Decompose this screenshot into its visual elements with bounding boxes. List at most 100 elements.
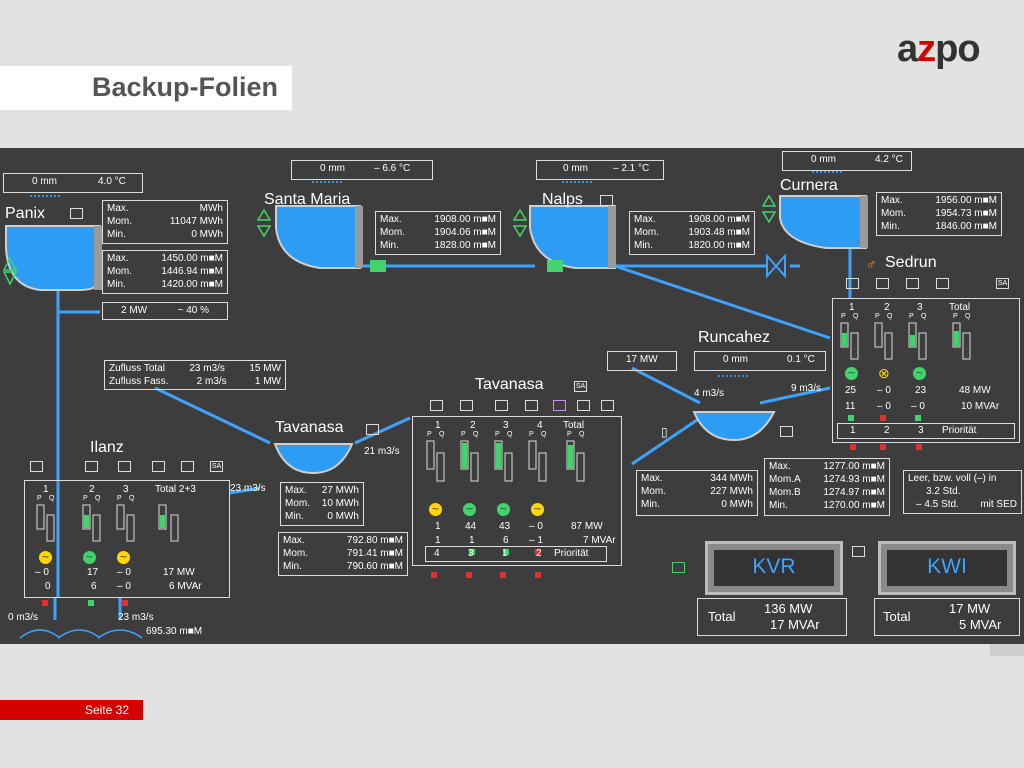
- tavanasa-alarm-icon[interactable]: [601, 400, 614, 411]
- sedrun-breaker-2[interactable]: [880, 415, 886, 421]
- tavanasa-indicator-2: [466, 572, 472, 578]
- panix-energy-box: Max.MWh Mom.11047 MWh Min.0 MWh: [102, 200, 228, 244]
- runcahez-name[interactable]: Runcahez: [698, 329, 771, 346]
- tavanasa-breaker-2[interactable]: [469, 549, 475, 555]
- tavanasa-station-name[interactable]: Tavanasa: [475, 376, 544, 393]
- label: Mom.B: [769, 487, 801, 498]
- sedrun-p-label: P: [875, 313, 880, 320]
- tavanasa-breaker-3[interactable]: [503, 549, 509, 555]
- tavanasa-indicator-3: [500, 572, 506, 578]
- kwi-power: 17 MW: [949, 601, 991, 616]
- santa-maria-name[interactable]: Santa Maria: [264, 191, 351, 208]
- page-number: Seite 32: [84, 703, 129, 717]
- runcahez-power-box: 17 MW: [607, 351, 677, 371]
- sedrun-q-label: Q: [887, 313, 893, 320]
- santa-maria-temp: – 6.6 °C: [374, 163, 411, 174]
- label: Mom.: [641, 486, 666, 497]
- sedrun-gen-3-icon[interactable]: ~: [913, 367, 926, 380]
- nalps-name[interactable]: Nalps: [542, 191, 583, 208]
- kvr-list-icon[interactable]: [672, 562, 685, 573]
- tavanasa-basin-alarm-icon[interactable]: [366, 424, 379, 435]
- sedrun-control-2-icon[interactable]: [876, 278, 889, 289]
- value: 23 m3/s: [189, 363, 225, 374]
- panix-name[interactable]: Panix: [5, 205, 46, 222]
- tavanasa-p-1: 1: [435, 521, 441, 532]
- tavanasa-control-4-icon[interactable]: [525, 400, 538, 411]
- sedrun-unit-2: 2: [884, 302, 890, 313]
- kvr-button[interactable]: KVR: [705, 541, 843, 595]
- kwi-alarm-icon[interactable]: [852, 546, 865, 557]
- sedrun-symbol-icon[interactable]: ♂: [866, 256, 877, 272]
- ilanz-gen-2-icon[interactable]: ~: [83, 551, 96, 564]
- curnera-name[interactable]: Curnera: [780, 177, 838, 194]
- sedrun-control-1-icon[interactable]: [846, 278, 859, 289]
- tavanasa-gen-1-icon[interactable]: ~: [429, 503, 442, 516]
- tavanasa-basin-name[interactable]: Tavanasa: [275, 419, 344, 436]
- tavanasa-basin-flow: 21 m3/s: [364, 446, 400, 457]
- ilanz-p-label: P: [37, 495, 42, 502]
- tavanasa-panel: 1 2 3 4 Total P Q P Q P Q P Q P Q ~: [412, 416, 622, 566]
- axpo-logo: azpo: [897, 28, 981, 71]
- tavanasa-prio-2: 3: [468, 548, 474, 559]
- tavanasa-gen-2-icon[interactable]: ~: [463, 503, 476, 516]
- panix-level-mm: 0 mm: [32, 176, 57, 187]
- ilanz-breaker-1[interactable]: [42, 600, 48, 606]
- tavanasa-gen-3-icon[interactable]: ~: [497, 503, 510, 516]
- runcahez-gate-icon[interactable]: ▯: [661, 425, 668, 439]
- tavanasa-q-label: Q: [473, 431, 479, 438]
- label: Zufluss Total: [109, 363, 165, 374]
- sedrun-p-label: P: [909, 313, 914, 320]
- ilanz-name[interactable]: Ilanz: [90, 439, 124, 456]
- nalps-alarm-icon[interactable]: [600, 195, 613, 206]
- kwi-total-box: Total 17 MW 5 MVAr: [874, 598, 1020, 636]
- ilanz-breaker-3[interactable]: [122, 600, 128, 606]
- value: 1 MW: [254, 376, 281, 387]
- sedrun-alarm-icon[interactable]: [936, 278, 949, 289]
- sedrun-sa-button[interactable]: SA: [996, 278, 1009, 289]
- ilanz-gen-3-icon[interactable]: ~: [117, 551, 130, 564]
- sedrun-name[interactable]: Sedrun: [885, 254, 937, 271]
- runcahez-alarm-icon[interactable]: [780, 426, 793, 437]
- panix-temp: 4.0 °C: [98, 176, 126, 187]
- panix-alarm-icon[interactable]: [70, 208, 83, 219]
- tavanasa-total-label: Total: [563, 420, 585, 431]
- sedrun-control-3-icon[interactable]: [906, 278, 919, 289]
- tavanasa-unit-4: 4: [537, 420, 543, 431]
- label: Max.: [107, 253, 129, 264]
- tavanasa-breaker-4[interactable]: [535, 549, 541, 555]
- label: Max.: [641, 473, 663, 484]
- tavanasa-control-2-icon[interactable]: [460, 400, 473, 411]
- ilanz-gen-1-icon[interactable]: ~: [39, 551, 52, 564]
- label: Min.: [107, 279, 126, 290]
- ilanz-control-4-icon[interactable]: [152, 461, 165, 472]
- ilanz-breaker-2[interactable]: [88, 600, 94, 606]
- kwi-total-label: Total: [883, 609, 911, 624]
- runcahez-level-mm: 0 mm: [723, 354, 748, 365]
- sedrun-breaker-3[interactable]: [915, 415, 921, 421]
- ilanz-control-2-icon[interactable]: [85, 461, 98, 472]
- tavanasa-control-5-icon[interactable]: [553, 400, 566, 411]
- sedrun-q-3: – 0: [911, 401, 925, 412]
- runcahez-level-box: 0 mm 0.1 °C: [694, 351, 826, 371]
- tavanasa-q-3: 6: [503, 535, 509, 546]
- ilanz-p-label: P: [117, 495, 122, 502]
- tavanasa-control-3-icon[interactable]: [495, 400, 508, 411]
- sedrun-prio-row: 1 2 3 Priorität: [837, 423, 1015, 439]
- footer-box: Seite 32: [0, 700, 143, 720]
- ilanz-panel: 1 2 3 Total 2+3 P Q P Q P Q ~ ~ ~ – 0 17…: [24, 480, 230, 598]
- tavanasa-gen-4-icon[interactable]: ~: [531, 503, 544, 516]
- sedrun-gen-1-icon[interactable]: ~: [845, 367, 858, 380]
- ilanz-sa-button[interactable]: SA: [210, 461, 223, 472]
- ilanz-alarm-icon[interactable]: [181, 461, 194, 472]
- kwi-label: KWI: [887, 550, 1007, 586]
- sedrun-breaker-1[interactable]: [848, 415, 854, 421]
- tavanasa-total-p: 87 MW: [571, 521, 603, 532]
- tavanasa-sa-button[interactable]: SA: [574, 381, 587, 392]
- sedrun-gen-2-tripped-icon[interactable]: ⊗: [878, 365, 890, 381]
- tavanasa-control-1-icon[interactable]: [430, 400, 443, 411]
- ilanz-control-1-icon[interactable]: [30, 461, 43, 472]
- kwi-button[interactable]: KWI: [878, 541, 1016, 595]
- ilanz-control-3-icon[interactable]: [118, 461, 131, 472]
- tavanasa-control-6-icon[interactable]: [577, 400, 590, 411]
